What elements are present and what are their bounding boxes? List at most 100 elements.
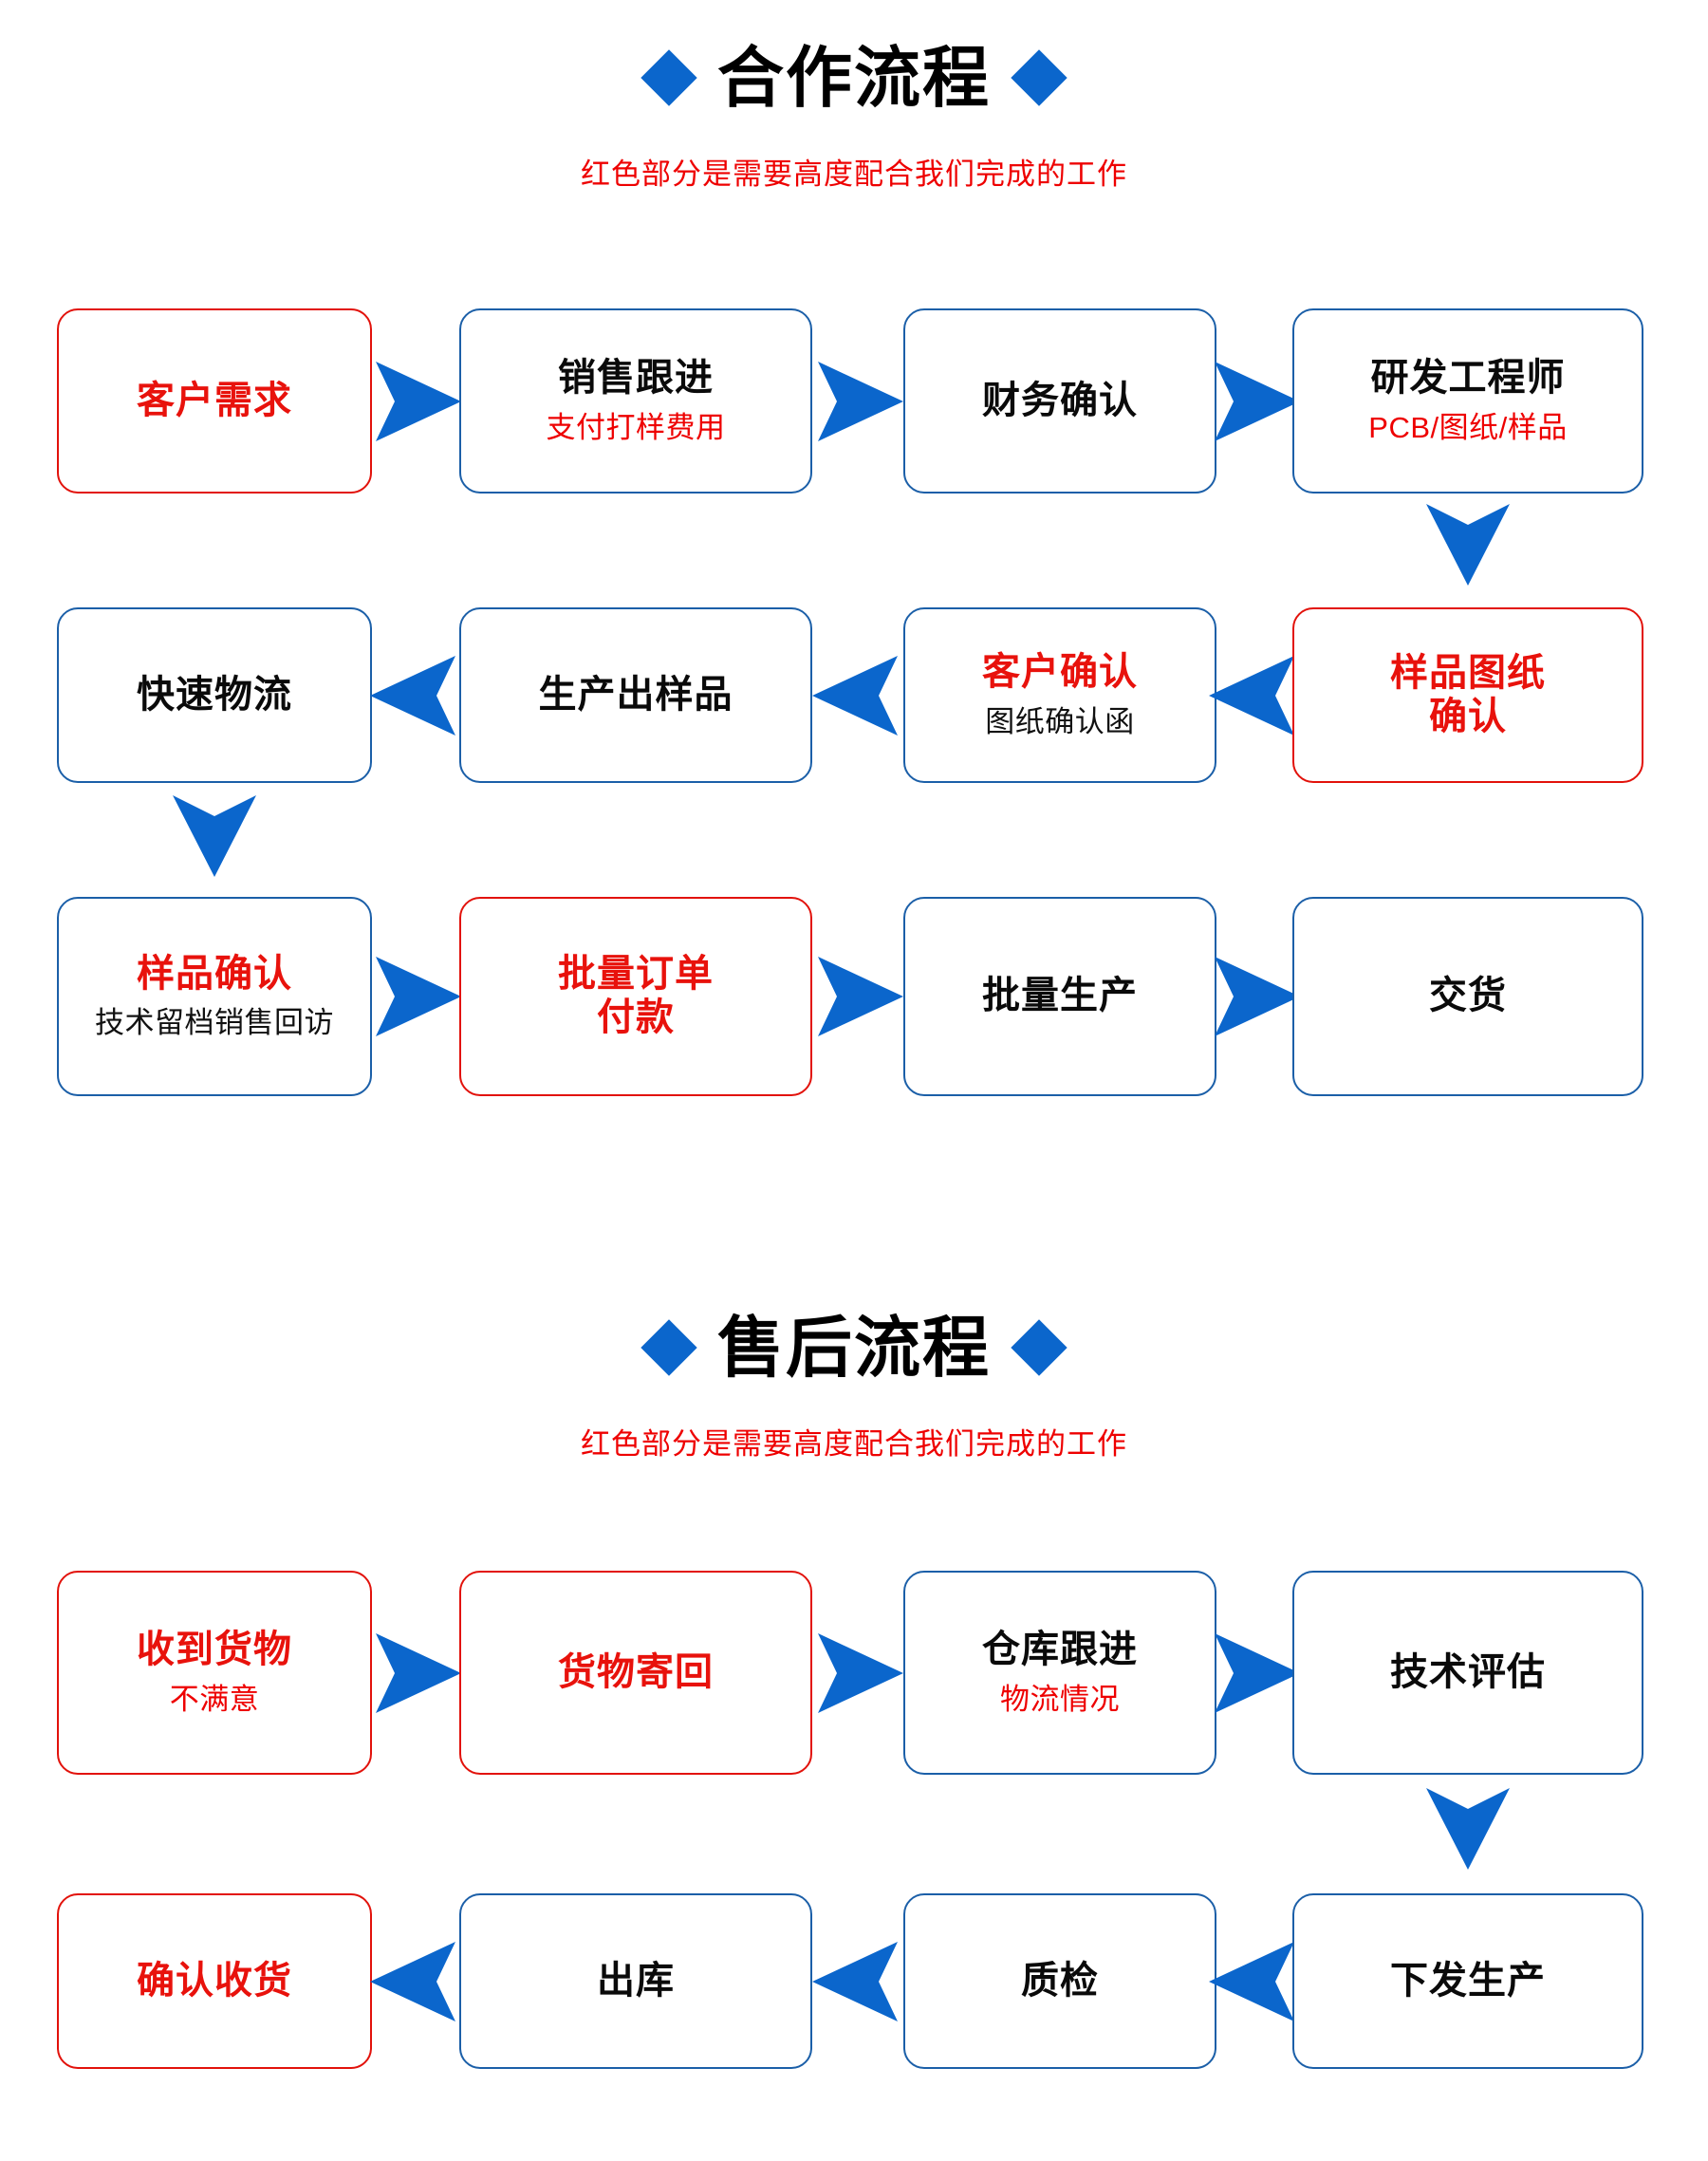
section-title-row: 合作流程 — [0, 32, 1708, 123]
flow-box-0-2-1[interactable]: 批量订单 付款 — [459, 897, 812, 1096]
flow-box-label: 样品图纸 确认 — [1390, 651, 1546, 737]
flow-arrow-h — [370, 1630, 461, 1722]
flow-box-label: 客户需求 — [137, 379, 292, 421]
flow-arrow-h — [1209, 1938, 1300, 2030]
section-title-row: 售后流程 — [0, 1302, 1708, 1393]
flow-box-1-1-2[interactable]: 质检 — [903, 1893, 1216, 2069]
flow-row-1-1: 确认收货 出库 质检 — [0, 1893, 1708, 2069]
flow-box-1-1-0[interactable]: 确认收货 — [57, 1893, 372, 2069]
flow-cell: 技术评估 — [1292, 1571, 1643, 1775]
arrow-right-icon — [1215, 957, 1300, 1036]
flow-box-0-1-1[interactable]: 生产出样品 — [459, 607, 812, 783]
section-subtitle: 红色部分是需要高度配合我们完成的工作 — [581, 158, 1127, 191]
flow-arrow-h — [1209, 1630, 1300, 1722]
arrow-right-icon — [376, 361, 461, 441]
flow-cell: 交货 — [1292, 897, 1643, 1096]
flow-box-label: 仓库跟进 — [982, 1629, 1138, 1671]
flow-box-label: 交货 — [1429, 975, 1507, 1017]
arrow-right-icon — [818, 1632, 903, 1713]
flow-box-subtext: 支付打样费用 — [546, 410, 726, 444]
flow-arrow-down-0 — [1422, 498, 1513, 589]
flow-box-label: 批量订单 付款 — [558, 953, 714, 1038]
flow-arrow-down-2 — [1422, 1782, 1513, 1873]
flow-cell: 仓库跟进 物流情况 — [903, 1571, 1216, 1775]
flow-box-label: 客户确认 — [982, 651, 1138, 694]
flow-cell: 质检 — [903, 1893, 1216, 2069]
arrow-left-icon — [370, 1941, 455, 2021]
arrow-right-icon — [818, 361, 903, 441]
flow-box-1-0-3[interactable]: 技术评估 — [1292, 1571, 1643, 1775]
flow-box-1-0-2[interactable]: 仓库跟进 物流情况 — [903, 1571, 1216, 1775]
section-title: 售后流程 — [717, 1311, 991, 1385]
arrow-right-icon — [1215, 361, 1300, 441]
flow-box-label: 质检 — [1021, 1959, 1099, 2002]
flow-box-0-1-0[interactable]: 快速物流 — [57, 607, 372, 783]
arrow-left-icon — [812, 1941, 898, 2021]
section-title: 合作流程 — [717, 41, 991, 115]
flow-cell: 确认收货 — [57, 1893, 372, 2069]
flow-cell: 收到货物 不满意 — [57, 1571, 372, 1775]
flow-cell: 客户确认 图纸确认函 — [903, 607, 1216, 783]
diamond-bullet-icon-left — [640, 49, 697, 106]
flow-arrow-h — [1209, 652, 1300, 744]
flow-box-label: 研发工程师 — [1370, 357, 1566, 400]
flow-cell: 出库 — [459, 1893, 812, 2069]
flow-box-label: 批量生产 — [982, 975, 1138, 1017]
flow-box-label: 销售跟进 — [558, 357, 714, 400]
flow-cell: 客户需求 — [57, 308, 372, 494]
diamond-bullet-icon-left — [640, 1319, 697, 1376]
flow-cell: 批量订单 付款 — [459, 897, 812, 1096]
flow-arrow-h — [812, 652, 903, 744]
flow-box-0-0-2[interactable]: 财务确认 — [903, 308, 1216, 494]
flow-box-1-0-1[interactable]: 货物寄回 — [459, 1571, 812, 1775]
arrow-down-icon — [1426, 504, 1510, 586]
flow-box-label: 财务确认 — [982, 379, 1138, 421]
flow-box-subtext: PCB/图纸/样品 — [1368, 410, 1568, 444]
flow-box-0-1-3[interactable]: 样品图纸 确认 — [1292, 607, 1643, 783]
flow-cell: 研发工程师 PCB/图纸/样品 — [1292, 308, 1643, 494]
arrow-right-icon — [1215, 1632, 1300, 1713]
flow-box-0-1-2[interactable]: 客户确认 图纸确认函 — [903, 607, 1216, 783]
arrow-down-icon — [173, 795, 256, 877]
flow-row-0-1: 快速物流 生产出样品 客户确认 — [0, 607, 1708, 783]
flow-arrow-h — [370, 953, 461, 1045]
flow-row-1-0: 收到货物 不满意 货物寄回 仓库跟进 — [0, 1571, 1708, 1775]
flow-box-0-0-3[interactable]: 研发工程师 PCB/图纸/样品 — [1292, 308, 1643, 494]
flow-box-0-0-1[interactable]: 销售跟进 支付打样费用 — [459, 308, 812, 494]
flow-box-subtext: 技术留档销售回访 — [95, 1006, 334, 1040]
arrow-right-icon — [818, 957, 903, 1036]
flow-box-label: 出库 — [597, 1959, 675, 2002]
flow-cell: 生产出样品 — [459, 607, 812, 783]
arrow-right-icon — [376, 957, 461, 1036]
flow-arrow-h — [812, 953, 903, 1045]
arrow-left-icon — [812, 655, 898, 736]
flow-box-1-0-0[interactable]: 收到货物 不满意 — [57, 1571, 372, 1775]
flow-cell: 销售跟进 支付打样费用 — [459, 308, 812, 494]
flow-cell: 批量生产 — [903, 897, 1216, 1096]
flow-box-label: 确认收货 — [137, 1959, 292, 2002]
flow-arrow-h — [812, 1630, 903, 1722]
flow-arrow-h — [370, 652, 461, 744]
flow-arrow-h — [812, 358, 903, 450]
flow-arrow-h — [370, 1938, 461, 2030]
section-subtitle: 红色部分是需要高度配合我们完成的工作 — [581, 1427, 1127, 1461]
flow-box-0-2-3[interactable]: 交货 — [1292, 897, 1643, 1096]
flow-box-1-1-3[interactable]: 下发生产 — [1292, 1893, 1643, 2069]
diamond-bullet-icon-right — [1011, 1319, 1068, 1376]
flow-box-label: 下发生产 — [1390, 1959, 1546, 2002]
flow-box-1-1-1[interactable]: 出库 — [459, 1893, 812, 2069]
flow-cell: 样品图纸 确认 — [1292, 607, 1643, 783]
flow-box-0-2-0[interactable]: 样品确认 技术留档销售回访 — [57, 897, 372, 1096]
arrow-right-icon — [376, 1632, 461, 1713]
flow-box-0-2-2[interactable]: 批量生产 — [903, 897, 1216, 1096]
flow-box-0-0-0[interactable]: 客户需求 — [57, 308, 372, 494]
flow-arrow-h — [1209, 953, 1300, 1045]
flow-cell: 货物寄回 — [459, 1571, 812, 1775]
diamond-bullet-icon-right — [1011, 49, 1068, 106]
flow-box-label: 快速物流 — [137, 673, 292, 716]
flow-arrow-h — [370, 358, 461, 450]
flow-cell: 样品确认 技术留档销售回访 — [57, 897, 372, 1096]
arrow-down-icon — [1426, 1788, 1510, 1870]
flow-cell: 财务确认 — [903, 308, 1216, 494]
